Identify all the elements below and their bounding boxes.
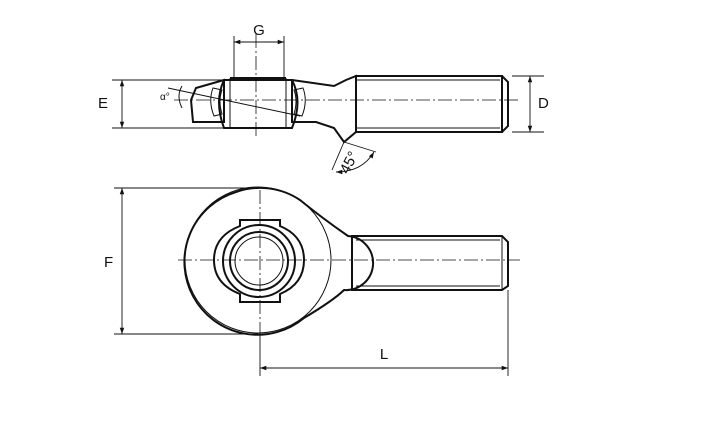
housing-left-section bbox=[189, 78, 225, 123]
dimension-f: F bbox=[104, 187, 258, 335]
angle-45-dimension: 45° bbox=[331, 141, 377, 177]
dimension-g: G bbox=[233, 22, 285, 78]
ball-bore bbox=[229, 231, 289, 291]
dimension-d-label: D bbox=[538, 95, 549, 112]
dimension-f-label: F bbox=[104, 254, 113, 271]
housing-right-section bbox=[291, 74, 357, 144]
dimension-d: D bbox=[512, 75, 549, 133]
dimension-l: L bbox=[259, 290, 509, 376]
dimension-e-label: E bbox=[98, 95, 108, 112]
dimension-g-label: G bbox=[253, 22, 265, 39]
plan-view bbox=[178, 186, 520, 336]
dimension-e: E bbox=[98, 79, 230, 129]
ball-outer bbox=[222, 224, 296, 298]
threaded-shank-plan bbox=[351, 235, 509, 291]
threaded-shank-side bbox=[355, 75, 503, 133]
ball-section bbox=[218, 79, 299, 129]
angle-alpha-label: α° bbox=[160, 92, 170, 103]
bearing-insert bbox=[212, 219, 306, 303]
dimension-l-label: L bbox=[380, 346, 388, 363]
side-section-view bbox=[167, 34, 520, 144]
angle-45-label: 45° bbox=[336, 149, 362, 177]
rod-end-eye-outline bbox=[183, 186, 374, 336]
